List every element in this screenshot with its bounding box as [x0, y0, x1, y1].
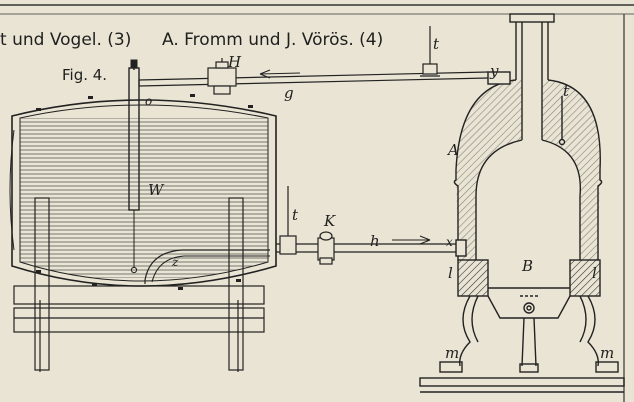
label-t-chimney: t — [563, 82, 570, 100]
label-t-pipe-g: t — [433, 35, 440, 53]
label-m-left: m — [445, 344, 460, 362]
label-b: B — [522, 257, 534, 275]
thermometer-lower — [279, 186, 297, 255]
label-h-pipe: h — [370, 232, 380, 250]
label-g: g — [284, 84, 294, 102]
label-l-left: l — [448, 264, 453, 282]
stove-boiler — [419, 13, 625, 393]
valve-h — [207, 58, 237, 95]
figure-label: Fig. 4. — [62, 66, 108, 84]
header-left-title: t und Vogel. (3) — [0, 30, 132, 50]
label-m-right: m — [600, 344, 615, 362]
label-l-right: l — [592, 264, 597, 282]
thermometer-pipe-g — [420, 26, 440, 77]
water-tank — [9, 94, 277, 290]
label-t-lower: t — [292, 206, 299, 224]
label-k: K — [324, 212, 336, 230]
label-x: x — [446, 235, 453, 249]
label-h-valve: H — [228, 53, 242, 71]
label-z: z — [172, 255, 179, 269]
header-right-title: A. Fromm und J. Vörös. (4) — [162, 30, 384, 50]
label-w: W — [148, 181, 164, 199]
flow-pipe-h — [276, 235, 462, 253]
inlet-pipe-z — [144, 249, 270, 284]
label-o: o — [145, 94, 153, 108]
thermometer-w — [128, 59, 140, 274]
valve-k — [317, 231, 335, 265]
label-a: A — [448, 141, 459, 159]
tank-stand — [13, 197, 265, 372]
label-y: y — [490, 62, 499, 80]
